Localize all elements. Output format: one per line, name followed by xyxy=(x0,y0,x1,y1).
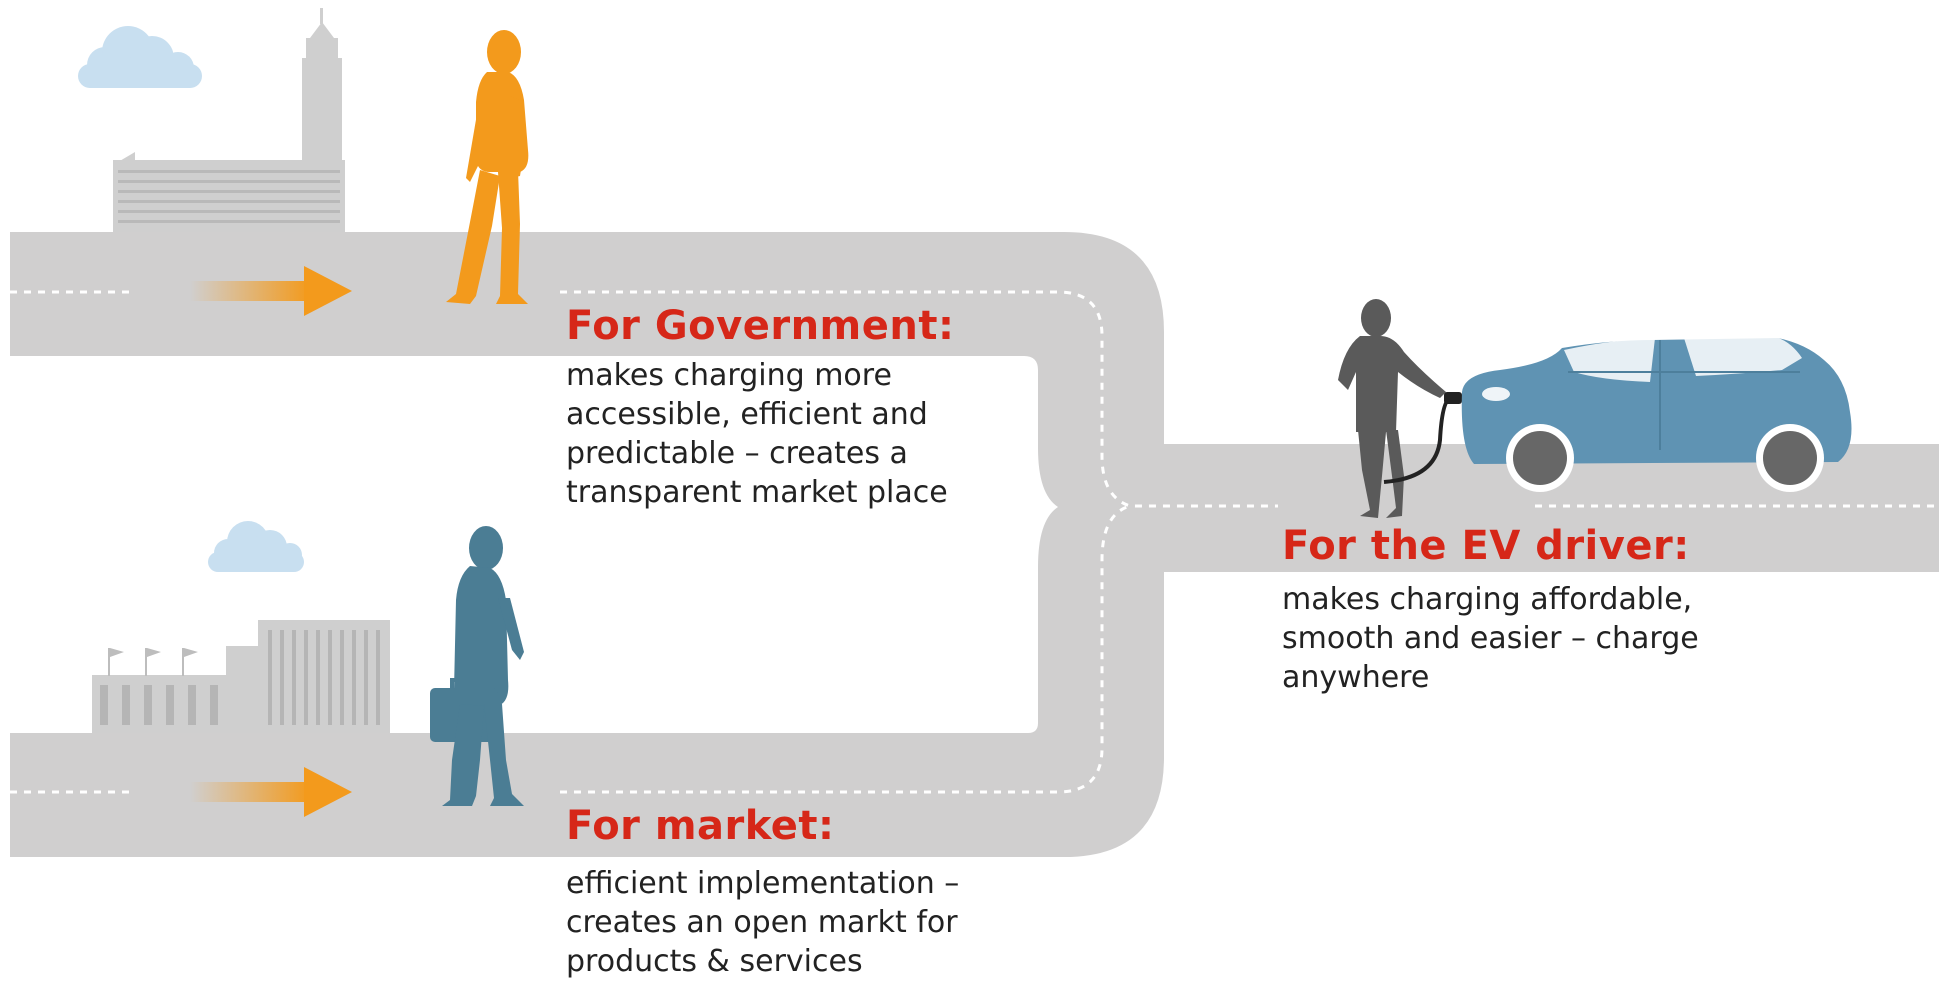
road-markings xyxy=(10,290,1939,794)
charging-cable-icon xyxy=(1383,392,1462,484)
market-description: efficient implementation – creates an op… xyxy=(566,866,960,979)
cloud-icon xyxy=(208,521,304,572)
cloud-icon xyxy=(78,26,202,88)
electric-car-icon xyxy=(1461,336,1852,492)
factory-icon xyxy=(92,620,390,733)
government-heading: For Government: xyxy=(566,303,955,349)
standing-person-icon xyxy=(1338,299,1446,518)
market-heading: For market: xyxy=(566,803,835,849)
ev-driver-description: makes charging affordable, smooth and ea… xyxy=(1282,582,1699,695)
government-description: makes charging more accessible, efficien… xyxy=(566,358,948,510)
city-hall-icon xyxy=(113,8,345,232)
businessman-icon xyxy=(430,526,524,806)
ev-driver-heading: For the EV driver: xyxy=(1282,523,1690,569)
market-arrow-icon xyxy=(190,767,352,817)
government-arrow-icon xyxy=(190,266,352,316)
walking-person-icon xyxy=(446,30,529,304)
